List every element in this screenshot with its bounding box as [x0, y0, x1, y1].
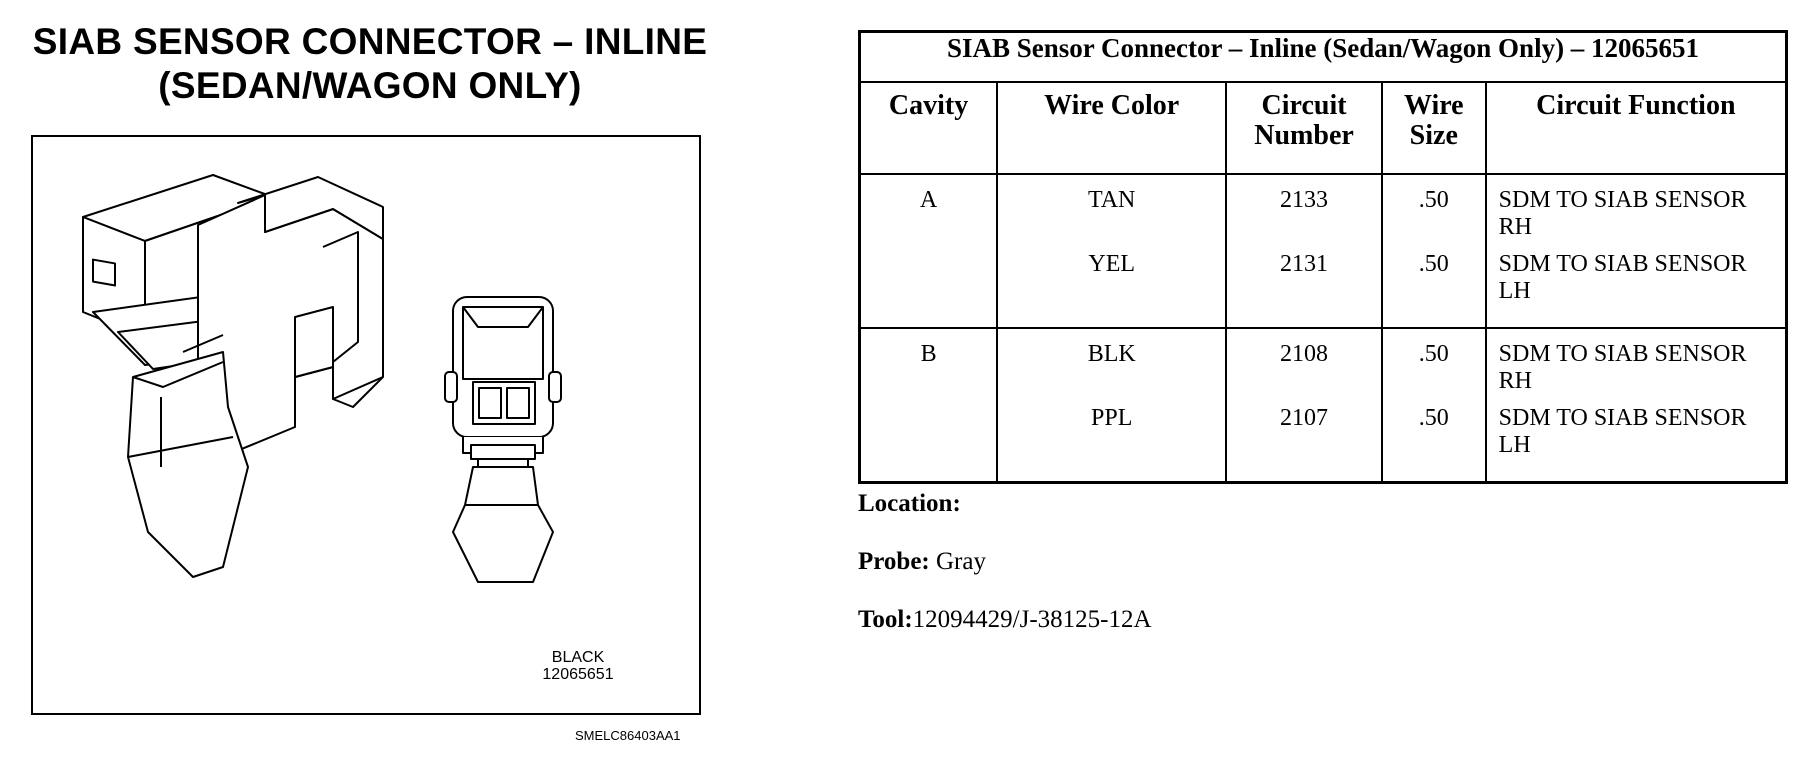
table-row-cavity-a: A TAN YEL 2133 2131 .50 .50 SDM TO SIAB …	[858, 174, 1788, 329]
tool-line: Tool:12094429/J-38125-12A	[858, 606, 1152, 634]
tool-label: Tool:	[858, 606, 913, 633]
connector-part-label: BLACK 12065651	[523, 649, 633, 683]
cavity-cell: B	[858, 328, 999, 483]
figure-id: SMELC86403AA1	[575, 728, 681, 743]
header-wire-size: Wire Size	[1380, 82, 1487, 175]
connector-illustration-frame: BLACK 12065651	[31, 135, 701, 715]
location-line: Location:	[858, 490, 961, 518]
header-wire-color: Wire Color	[996, 82, 1228, 175]
location-label: Location:	[858, 490, 961, 517]
wire-size-cell: .50 .50	[1380, 174, 1487, 329]
figure-title-line1: SIAB SENSOR CONNECTOR – INLINE	[32, 21, 708, 62]
figure-title: SIAB SENSOR CONNECTOR – INLINE (SEDAN/WA…	[0, 20, 740, 108]
connector-pinout-table: SIAB Sensor Connector – Inline (Sedan/Wa…	[858, 30, 1788, 484]
connector-color: BLACK	[551, 649, 605, 666]
connector-part-number: 12065651	[542, 666, 614, 683]
wire-color-cell: TAN YEL	[996, 174, 1228, 329]
probe-value: Gray	[936, 548, 986, 575]
wire-color-cell: BLK PPL	[996, 328, 1228, 483]
table-row-cavity-b: B BLK PPL 2108 2107 .50 .50 SDM TO SIAB …	[858, 328, 1788, 483]
mating-face-drawing	[444, 296, 562, 583]
table-title: SIAB Sensor Connector – Inline (Sedan/Wa…	[858, 31, 1788, 83]
tool-value: 12094429/J-38125-12A	[912, 606, 1152, 633]
cavity-cell: A	[858, 174, 999, 329]
probe-label: Probe:	[858, 548, 930, 575]
header-cavity: Cavity	[858, 82, 999, 175]
circuit-number-cell: 2133 2131	[1225, 174, 1383, 329]
header-circuit-function: Circuit Function	[1484, 82, 1788, 175]
header-circuit-number: Circuit Number	[1225, 82, 1383, 175]
wire-size-cell: .50 .50	[1380, 328, 1487, 483]
connector-illustration	[82, 174, 562, 583]
connector-body-drawing	[82, 174, 384, 578]
probe-line: Probe: Gray	[858, 548, 986, 576]
circuit-function-cell: SDM TO SIAB SENSOR RH SDM TO SIAB SENSOR…	[1484, 174, 1788, 329]
figure-title-line2: (SEDAN/WAGON ONLY)	[158, 65, 582, 106]
table-header-row: Cavity Wire Color Circuit Number Wire Si…	[858, 82, 1788, 175]
circuit-number-cell: 2108 2107	[1225, 328, 1383, 483]
circuit-function-cell: SDM TO SIAB SENSOR RH SDM TO SIAB SENSOR…	[1484, 328, 1788, 483]
